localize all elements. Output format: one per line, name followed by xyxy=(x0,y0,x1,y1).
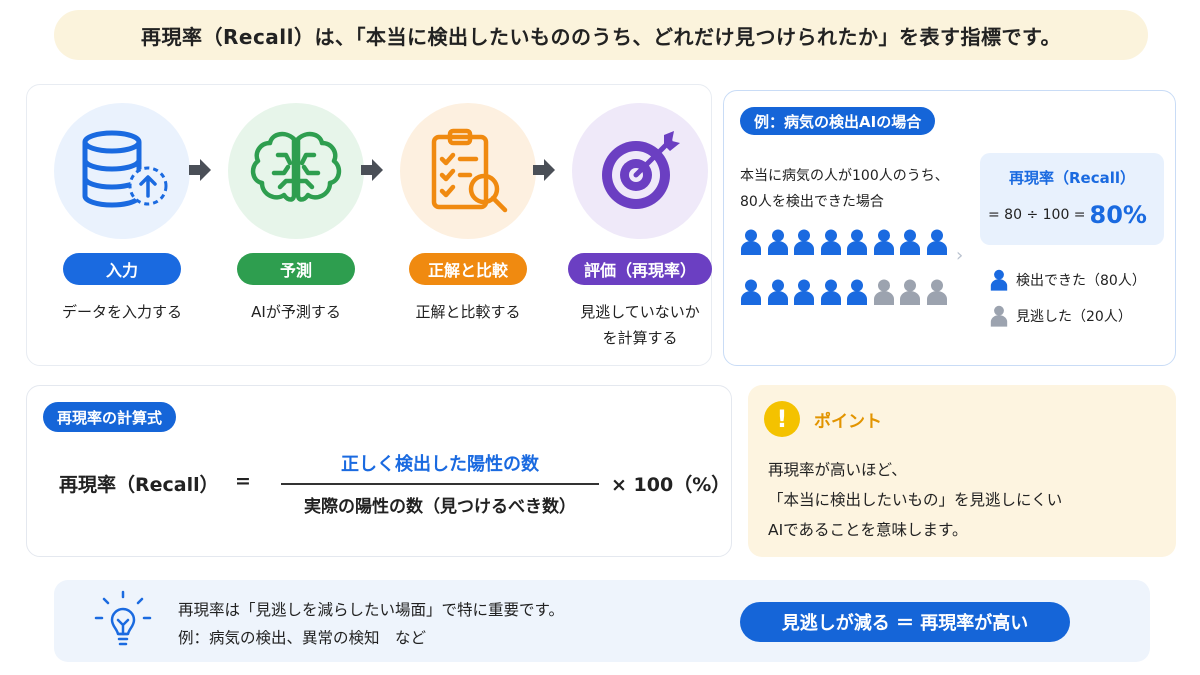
person-detected-icon xyxy=(741,279,761,305)
arrow-right-icon xyxy=(361,159,383,181)
exclamation-icon: ! xyxy=(764,401,800,437)
recall-formula: = 80 ÷ 100 = xyxy=(988,207,1086,223)
arrow-right-icon xyxy=(189,159,211,181)
legend-missed: 見逃した（20人） xyxy=(990,305,1132,327)
step-label: 評価（再現率） xyxy=(567,253,712,285)
step-label: 予測 xyxy=(237,253,355,285)
legend-detected-label: 検出できた（80人） xyxy=(1016,273,1146,289)
chevron-right-icon: › xyxy=(956,245,964,266)
recall-value: 80% xyxy=(1089,201,1147,229)
checklist-magnifier-icon xyxy=(400,103,536,239)
person-detected-icon xyxy=(873,229,894,255)
bottom-text: 再現率は「見逃しを減らしたい場面」で特に重要です。 例：病気の検出、異常の検知 … xyxy=(178,601,564,647)
step-label: 正解と比較 xyxy=(409,253,527,285)
fraction-bar xyxy=(281,483,599,485)
step-desc: データを入力する xyxy=(61,303,182,321)
point-panel: ! ポイント 再現率が高いほど、 「本当に検出したいもの」を見逃しにくい AIで… xyxy=(748,385,1176,557)
formula-equals: = xyxy=(235,470,251,492)
step-evaluate: 評価（再現率） 見逃していないか を計算する xyxy=(565,103,715,351)
bottom-pill: 見逃しが減る ＝ 再現率が高い xyxy=(740,602,1070,642)
bottom-banner: 再現率は「見逃しを減らしたい場面」で特に重要です。 例：病気の検出、異常の検知 … xyxy=(54,580,1150,662)
legend-detected: 検出できた（80人） xyxy=(990,269,1146,291)
database-upload-icon xyxy=(54,103,190,239)
person-detected-icon xyxy=(847,279,867,305)
point-title: ポイント xyxy=(814,412,882,432)
arrow-right-icon xyxy=(533,159,555,181)
formula-panel: 再現率の計算式 再現率（Recall） = 正しく検出した陽性の数 実際の陽性の… xyxy=(26,385,732,557)
person-detected-icon xyxy=(767,279,788,305)
brain-icon xyxy=(228,103,364,239)
person-detected-icon xyxy=(741,229,761,255)
formula-denominator: 実際の陽性の数（見つけるべき数） xyxy=(304,497,576,517)
formula-lhs: 再現率（Recall） xyxy=(59,474,219,496)
step-predict: 予測 AIが予測する xyxy=(221,103,371,325)
formula-tag: 再現率の計算式 xyxy=(43,402,177,432)
person-missed-icon xyxy=(873,279,894,305)
person-detected-icon xyxy=(820,279,841,305)
step-compare: 正解と比較 正解と比較する xyxy=(393,103,543,325)
example-description: 本当に病気の人が100人のうち、 80人を検出できた場合 xyxy=(740,168,949,210)
person-missed-icon xyxy=(900,279,920,305)
person-detected-icon xyxy=(900,229,920,255)
step-desc: AIが予測する xyxy=(251,303,341,321)
example-panel: 例：病気の検出AIの場合 本当に病気の人が100人のうち、 80人を検出できた場… xyxy=(723,90,1176,366)
headline-banner: 再現率（Recall）は、「本当に検出したいもののうち、どれだけ見つけられたか」… xyxy=(54,10,1148,60)
legend-missed-label: 見逃した（20人） xyxy=(1016,309,1132,325)
person-detected-icon xyxy=(926,229,947,255)
step-label: 入力 xyxy=(63,253,181,285)
recall-result-box: 再現率（Recall） = 80 ÷ 100 = 80% xyxy=(980,153,1164,245)
formula-multiplier: × 100（%） xyxy=(611,474,731,496)
point-text: 再現率が高いほど、 「本当に検出したいもの」を見逃しにくい AIであることを意味… xyxy=(768,461,1063,539)
step-desc: 正解と比較する xyxy=(415,303,521,321)
step-input: 入力 データを入力する xyxy=(47,103,197,325)
target-arrow-icon xyxy=(572,103,708,239)
people-grid xyxy=(740,229,950,305)
person-detected-icon xyxy=(794,229,814,255)
person-missed-icon xyxy=(926,279,947,305)
person-detected-icon xyxy=(847,229,867,255)
step-desc: 見逃していないか を計算する xyxy=(580,303,700,347)
headline-text: 再現率（Recall）は、「本当に検出したいもののうち、どれだけ見つけられたか」… xyxy=(140,24,1062,49)
person-detected-icon xyxy=(820,229,841,255)
lightbulb-icon xyxy=(94,590,152,646)
person-detected-icon xyxy=(767,229,788,255)
example-tag: 例：病気の検出AIの場合 xyxy=(740,107,936,135)
person-icon xyxy=(990,269,1008,291)
person-detected-icon xyxy=(794,279,814,305)
recall-equation: = 80 ÷ 100 = 80% xyxy=(988,201,1147,229)
process-flow-panel: 入力 データを入力する 予測 AIが予測する xyxy=(26,84,712,366)
person-icon xyxy=(990,305,1008,327)
recall-title: 再現率（Recall） xyxy=(1008,169,1136,187)
formula-numerator: 正しく検出した陽性の数 xyxy=(341,454,539,475)
